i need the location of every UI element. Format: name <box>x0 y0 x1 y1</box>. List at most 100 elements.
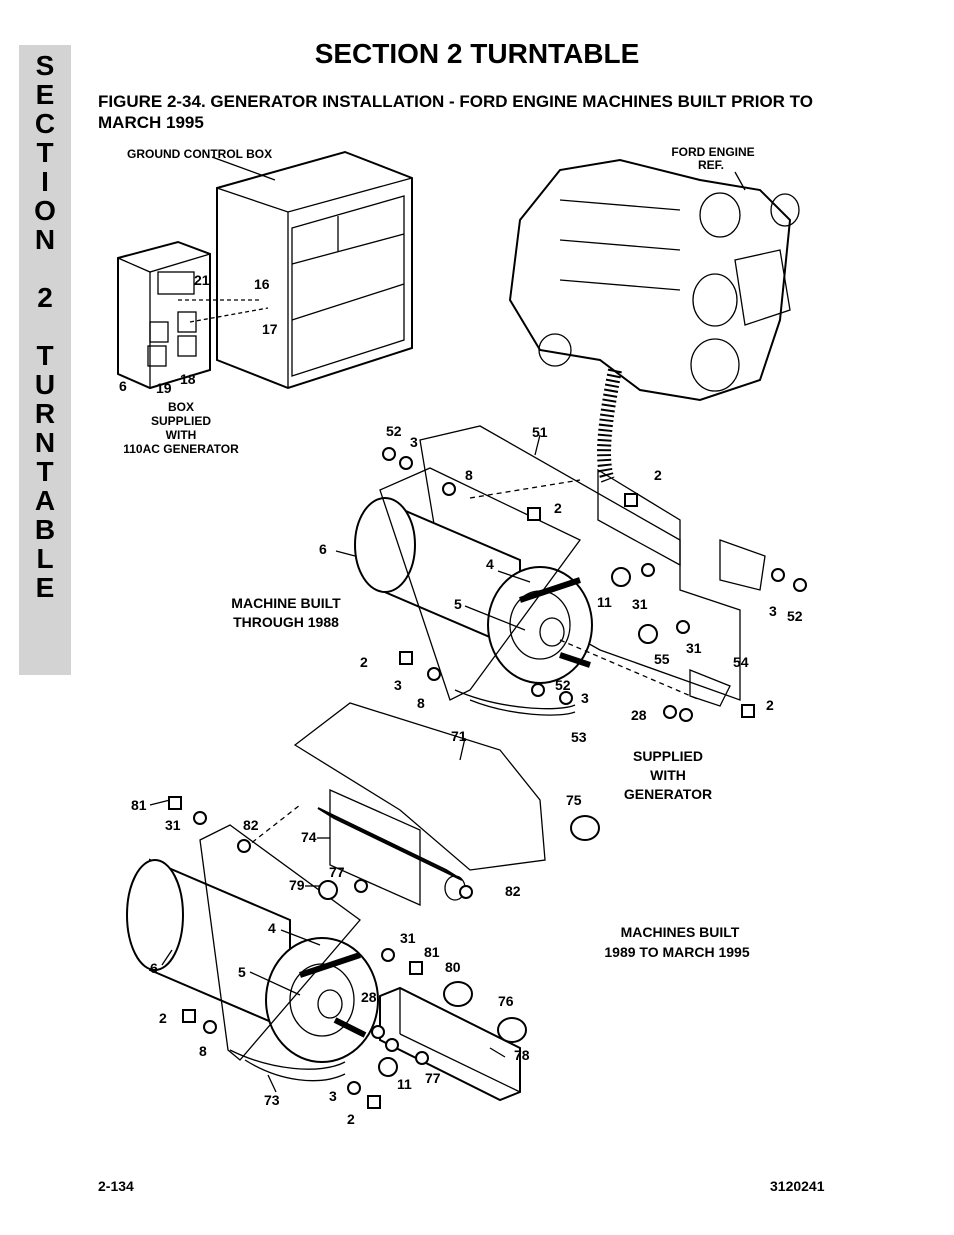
callout-16: 16 <box>254 276 270 292</box>
callout-2: 2 <box>654 467 662 483</box>
callout-81: 81 <box>424 944 440 960</box>
callout-11: 11 <box>397 1076 412 1092</box>
caption-supplied: SUPPLIED <box>151 414 211 428</box>
callout-3: 3 <box>410 434 418 450</box>
callout-3: 3 <box>581 690 589 706</box>
caption-1989-to-march-1995: 1989 TO MARCH 1995 <box>604 944 749 960</box>
side-letter: 2 <box>37 282 53 313</box>
side-letter: S <box>35 50 55 81</box>
caption-with-gen: WITH <box>650 767 686 783</box>
callout-3: 3 <box>329 1088 337 1104</box>
section-side-tab: S E C T I O N 2 T U R N T A B L E <box>19 45 71 675</box>
callout-17: 17 <box>262 321 278 337</box>
callout-31: 31 <box>165 817 181 833</box>
side-letter: U <box>34 369 56 400</box>
hardware-parts <box>168 447 807 1109</box>
callout-28: 28 <box>361 989 377 1005</box>
callout-53: 53 <box>571 729 587 745</box>
caption-supplied-gen: SUPPLIED <box>633 748 703 764</box>
callout-79: 79 <box>289 877 305 893</box>
callout-77: 77 <box>425 1070 441 1086</box>
side-tab-letters: S E C T I O N 2 T U R N T A B L E <box>19 51 71 602</box>
document-number: 3120241 <box>770 1178 825 1194</box>
callout-75: 75 <box>566 792 582 808</box>
side-letter: T <box>36 137 54 168</box>
callout-2: 2 <box>766 697 774 713</box>
callout-76: 76 <box>498 993 514 1009</box>
side-letter: C <box>34 108 56 139</box>
caption-110ac-generator: 110AC GENERATOR <box>123 442 239 456</box>
callout-78: 78 <box>514 1047 530 1063</box>
callout-77: 77 <box>329 864 345 880</box>
callout-6: 6 <box>150 960 158 976</box>
callout-6: 6 <box>319 541 327 557</box>
callout-54: 54 <box>733 654 749 670</box>
page-number: 2-134 <box>98 1178 134 1194</box>
callout-8: 8 <box>417 695 425 711</box>
lower-generator-drawing <box>126 702 600 1102</box>
callout-52: 52 <box>386 423 402 439</box>
caption-box: BOX <box>168 400 194 414</box>
callout-5: 5 <box>454 596 462 612</box>
side-letter: L <box>36 543 54 574</box>
callout-6: 6 <box>119 378 127 394</box>
callout-74: 74 <box>301 829 317 845</box>
callout-4: 4 <box>268 920 276 936</box>
callout-2: 2 <box>554 500 562 516</box>
callout-2: 2 <box>347 1111 355 1127</box>
figure-title: FIGURE 2-34. GENERATOR INSTALLATION - FO… <box>98 92 813 132</box>
caption-machines-built: MACHINES BUILT <box>621 924 740 940</box>
callout-31: 31 <box>632 596 648 612</box>
callout-31: 31 <box>400 930 416 946</box>
side-letter: T <box>36 340 54 371</box>
callout-82: 82 <box>243 817 259 833</box>
callout-71: 71 <box>451 728 467 744</box>
ford-engine-drawing <box>508 158 800 483</box>
caption-ford-engine-ref: REF. <box>698 158 724 172</box>
page-title: SECTION 2 TURNTABLE <box>314 38 640 69</box>
caption-generator: GENERATOR <box>624 786 712 802</box>
side-letter: I <box>41 166 49 197</box>
side-letter: E <box>35 79 55 110</box>
side-letter: N <box>34 224 56 255</box>
caption-machine-built: MACHINE BUILT <box>231 595 341 611</box>
callout-52: 52 <box>787 608 803 624</box>
callout-82: 82 <box>505 883 521 899</box>
caption-through-1988: THROUGH 1988 <box>233 614 339 630</box>
callout-8: 8 <box>465 467 473 483</box>
caption-ground-control-box: GROUND CONTROL BOX <box>127 147 272 161</box>
side-letter: T <box>36 456 54 487</box>
callout-81: 81 <box>131 797 147 813</box>
caption-with: WITH <box>166 428 197 442</box>
callout-labels: 21 16 17 6 19 18 52 3 51 8 2 2 6 4 5 11 … <box>119 272 803 1127</box>
callout-2: 2 <box>360 654 368 670</box>
callout-2: 2 <box>159 1010 167 1026</box>
callout-19: 19 <box>156 380 172 396</box>
side-letter: R <box>34 398 56 429</box>
callout-31: 31 <box>686 640 702 656</box>
callout-8: 8 <box>199 1043 207 1059</box>
callout-18: 18 <box>180 371 196 387</box>
callout-28: 28 <box>631 707 647 723</box>
callout-3: 3 <box>394 677 402 693</box>
callout-55: 55 <box>654 651 670 667</box>
callout-51: 51 <box>532 424 548 440</box>
callout-52: 52 <box>555 677 571 693</box>
side-letter: B <box>34 514 56 545</box>
upper-generator-drawing <box>354 425 766 716</box>
side-letter: O <box>34 195 56 226</box>
callout-21: 21 <box>194 272 210 288</box>
callout-11: 11 <box>597 594 612 610</box>
callout-4: 4 <box>486 556 494 572</box>
callout-3: 3 <box>769 603 777 619</box>
ground-control-box-drawing <box>216 150 413 390</box>
leader-lines <box>149 156 746 1093</box>
caption-ford-engine: FORD ENGINE <box>671 145 754 159</box>
side-letter: N <box>34 427 56 458</box>
callout-5: 5 <box>238 964 246 980</box>
side-letter: E <box>35 572 55 603</box>
side-letter: A <box>34 485 56 516</box>
callout-73: 73 <box>264 1092 280 1108</box>
callout-80: 80 <box>445 959 461 975</box>
